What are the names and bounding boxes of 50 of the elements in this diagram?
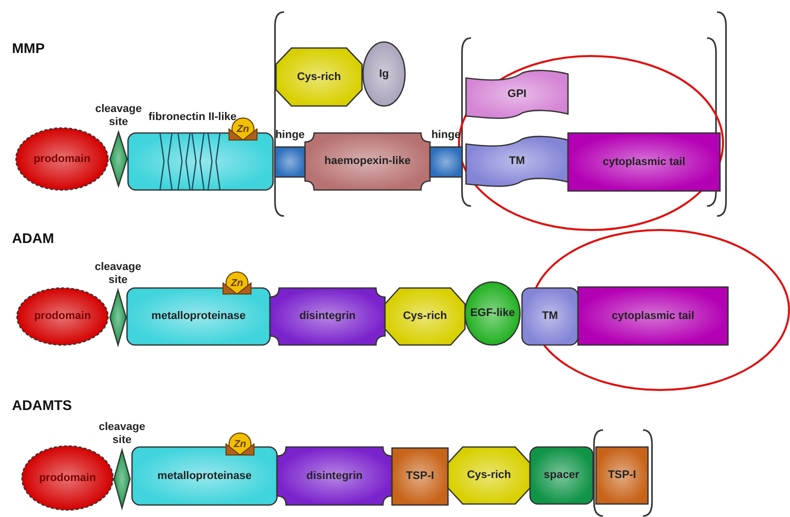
row-title: ADAM xyxy=(12,230,54,246)
domain-label: cytoplasmic tail xyxy=(612,310,694,322)
domain-box xyxy=(596,447,648,504)
domain-caption: fibronectin II-like xyxy=(148,110,236,124)
domain-box xyxy=(277,447,392,505)
domain-caption: cleavage site xyxy=(98,421,146,447)
domain-caption: cleavage site xyxy=(94,261,142,287)
domain-box xyxy=(305,133,430,190)
domain-label: cytoplasmic tail xyxy=(602,156,686,168)
domain-label: metalloproteinase xyxy=(151,310,246,323)
octagon-domain xyxy=(276,48,362,106)
domain-box xyxy=(530,447,593,504)
domain-label: TSP-I xyxy=(608,469,636,482)
domain-label: Cys-rich xyxy=(466,469,512,482)
domain-label: Cys-rich xyxy=(296,70,342,84)
domain-label: prodomain xyxy=(34,310,91,323)
anchor-ribbon xyxy=(466,70,568,118)
row-title: MMP xyxy=(12,40,45,56)
domain-label: prodomain xyxy=(39,472,96,484)
domain-label: Cys-rich xyxy=(402,310,448,323)
octagon-domain xyxy=(385,288,465,345)
domain-label: TM xyxy=(542,310,558,323)
zinc-badge xyxy=(223,272,251,294)
domain-label: Ig xyxy=(379,68,389,80)
zinc-label: Zn xyxy=(234,438,246,450)
domain-label: TSP-I xyxy=(406,470,434,483)
domain-label: GPI xyxy=(508,88,526,100)
domain-label: prodomain xyxy=(34,152,90,166)
row-title: ADAMTS xyxy=(12,397,72,413)
ellipse-domain xyxy=(363,42,405,106)
domain-label: spacer xyxy=(544,469,580,482)
domain-label: metalloproteinase xyxy=(157,470,252,482)
domain-box xyxy=(270,288,385,345)
domain-caption: hinge xyxy=(275,128,305,142)
zinc-label: Zn xyxy=(230,276,244,290)
zinc-label: Zn xyxy=(236,122,250,136)
domain-label: haemopexin-like xyxy=(324,155,411,168)
zinc-badge xyxy=(226,433,254,455)
domain-box xyxy=(568,133,720,191)
domain-label: TM xyxy=(509,154,525,168)
domain-box xyxy=(578,287,728,345)
domain-caption: cleavage site xyxy=(94,103,143,129)
domain-box xyxy=(392,448,448,505)
octagon-domain xyxy=(448,447,530,504)
domain-box xyxy=(522,288,578,345)
domain-label: EGF-like xyxy=(470,307,515,320)
anchor-ribbon xyxy=(466,136,568,186)
circle-domain xyxy=(465,282,520,345)
domain-label: disintegrin xyxy=(306,470,363,482)
domain-label: disintegrin xyxy=(299,310,356,323)
